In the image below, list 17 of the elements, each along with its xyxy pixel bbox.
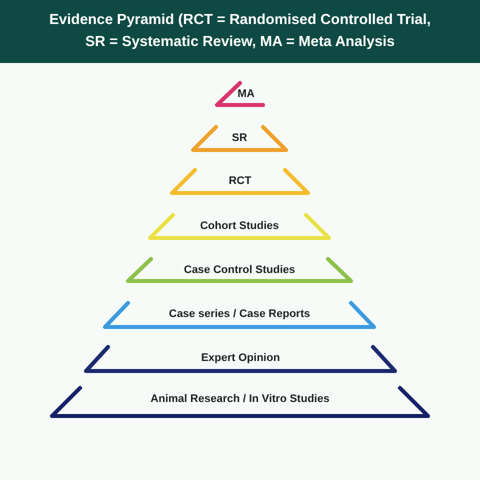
tier-label: Animal Research / In Vitro Studies	[150, 393, 330, 406]
pyramid-tier	[190, 124, 289, 153]
tier-label: RCT	[228, 175, 252, 188]
tier-label: Case series / Case Reports	[168, 308, 310, 321]
tier-label: MA	[237, 88, 255, 101]
pyramid-tier	[102, 300, 377, 330]
tier-label: Expert Opinion	[201, 352, 280, 365]
tier-label: SR	[232, 132, 248, 145]
tier-label: Case Control Studies	[184, 264, 296, 277]
tier-label: Cohort Studies	[200, 220, 279, 233]
pyramid-tier	[49, 385, 431, 419]
pyramid-tier	[214, 80, 266, 108]
pyramid-tier	[125, 256, 354, 284]
pyramid-tier	[169, 167, 311, 196]
title-banner: Evidence Pyramid (RCT = Randomised Controlled Trial, SR = Systematic Review, MA = Meta Analysis	[0, 0, 480, 63]
pyramid-tier	[147, 212, 332, 241]
pyramid-tier	[83, 344, 398, 374]
